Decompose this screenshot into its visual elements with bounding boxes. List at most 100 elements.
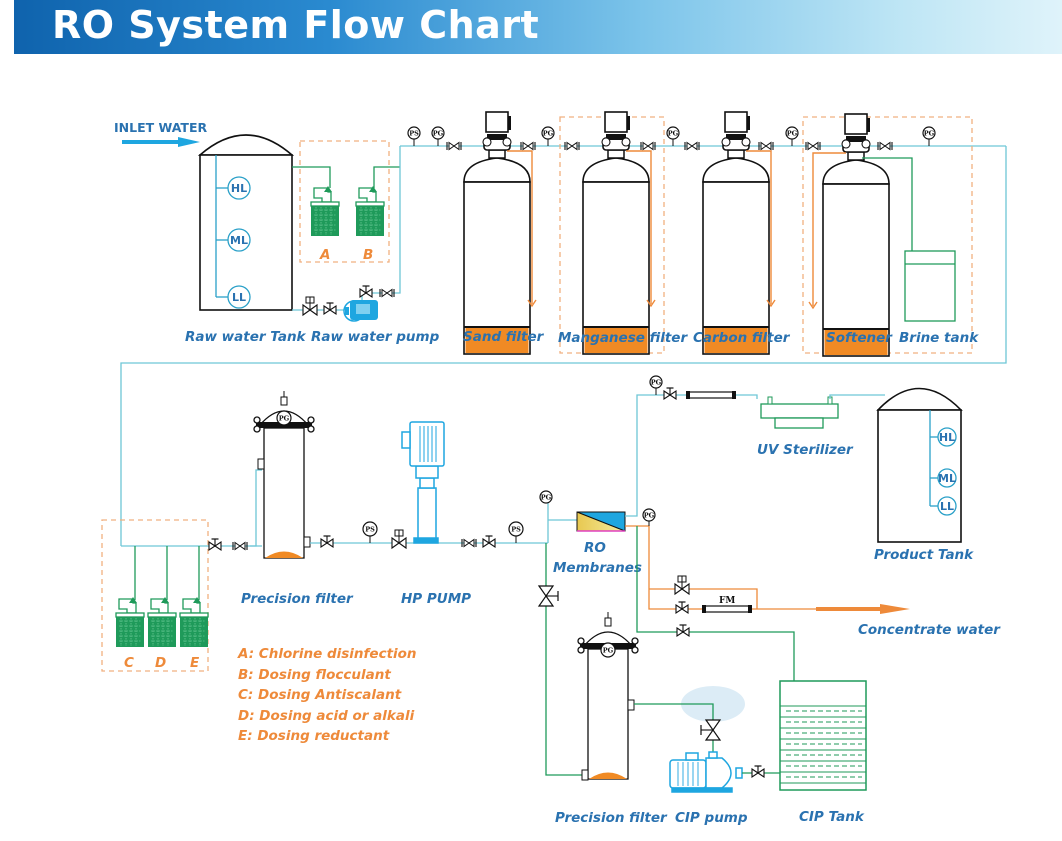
gauge-pg-precision-2: PG (600, 642, 616, 658)
svg-text:HL: HL (231, 182, 247, 195)
legend-item-d: D: Dosing acid or alkali (238, 708, 415, 724)
check-valve (446, 141, 462, 151)
pressure-switch-2: PS (508, 521, 524, 543)
permeate-flowmeter (686, 391, 736, 399)
svg-text:PG: PG (644, 512, 655, 520)
level-switch-ll: LL (216, 285, 251, 309)
raw-water-tank: HL ML LL Raw water Tank (185, 134, 307, 345)
manganese-filter-label: Manganese filter (558, 330, 688, 346)
dosing-label-e: E (190, 655, 200, 671)
dosing-label-a: A (319, 247, 330, 263)
title-banner: RO System Flow Chart (14, 0, 1062, 54)
sand-filter-vessel (463, 111, 531, 355)
brine-tank-label: Brine tank (899, 330, 979, 346)
page-title: RO System Flow Chart (52, 3, 540, 47)
dosing-label-b: B (363, 247, 373, 263)
product-level-hl: HL (930, 427, 957, 447)
check-valve (564, 141, 580, 151)
legend-item-b: B: Dosing flocculant (238, 667, 391, 683)
ro-label-line1: RO (584, 540, 606, 556)
product-level-ml: ML (930, 468, 957, 488)
product-tank-label: Product Tank (874, 547, 974, 563)
svg-text:ML: ML (938, 472, 956, 485)
raw-water-tank-label: Raw water Tank (185, 329, 307, 345)
check-valve (520, 141, 536, 151)
uv-sterilizer-label: UV Sterilizer (757, 442, 854, 458)
check-valve (805, 141, 821, 151)
check-valve (758, 141, 774, 151)
hp-pump (401, 421, 445, 544)
pressure-switch-1: PS (362, 521, 378, 543)
svg-text:ML: ML (230, 234, 248, 247)
inlet-label: INLET WATER (114, 120, 207, 135)
gauge-pg-1: PG (431, 126, 445, 146)
brine-tank (904, 250, 956, 322)
product-level-ll: LL (930, 496, 957, 516)
dosing-label-d: D (155, 655, 166, 671)
uv-sterilizer (760, 396, 839, 429)
concentrate-flowmeter: FM (702, 596, 752, 613)
svg-text:HL: HL (939, 431, 955, 444)
svg-text:PG: PG (787, 130, 798, 138)
dosing-unit-e (179, 596, 209, 648)
level-switch-hl: HL (216, 176, 251, 200)
precision-filter-2-label: Precision filter (555, 810, 668, 826)
raw-water-pump-piping (292, 146, 401, 316)
precision-filter-2 (577, 611, 639, 781)
inlet-arrow-icon (122, 137, 200, 147)
precision-filter-1-label: Precision filter (241, 591, 354, 607)
cip-tank-label: CIP Tank (799, 809, 865, 825)
gauge-pg-2: PG (541, 126, 555, 146)
gauge-pg-3: PG (666, 126, 680, 146)
dosing-label-c: C (124, 655, 134, 671)
level-switch-ml: ML (216, 228, 251, 252)
raw-water-pump (343, 300, 378, 322)
gauge-ps-top: PS (407, 126, 421, 146)
concentrate-water-label: Concentrate water (858, 622, 1001, 638)
concentrate-arrow-icon (816, 604, 910, 614)
ro-label-line2: Membranes (553, 560, 642, 576)
dosing-group-cde-box (101, 519, 209, 672)
svg-text:FM: FM (719, 596, 735, 606)
svg-text:PG: PG (541, 494, 552, 502)
cip-pump-valve (700, 719, 722, 741)
check-valve (877, 141, 893, 151)
inlet-water: INLET WATER (114, 120, 207, 147)
sand-filter-label: Sand filter (463, 329, 545, 345)
dosing-legend: A: Chlorine disinfection B: Dosing flocc… (237, 646, 417, 744)
svg-text:LL: LL (232, 291, 246, 304)
dosing-unit-d (147, 596, 177, 648)
hp-pump-label: HP PUMP (401, 591, 471, 607)
legend-item-a: A: Chlorine disinfection (237, 646, 417, 662)
svg-text:PG: PG (668, 130, 679, 138)
check-valve (684, 141, 700, 151)
svg-text:PS: PS (365, 526, 375, 534)
product-tank: HL ML LL (876, 387, 963, 543)
manganese-filter-vessel (582, 111, 650, 355)
check-valve (640, 141, 656, 151)
transfer-pipe (120, 146, 1007, 546)
gauge-pg-4: PG (785, 126, 799, 146)
legend-item-c: C: Dosing Antiscalant (238, 687, 402, 703)
cip-pump-label: CIP pump (675, 810, 748, 826)
dosing-unit-c (115, 596, 145, 648)
dosing-group-ab-box (299, 140, 390, 263)
svg-text:PS: PS (511, 526, 521, 534)
precision-filter-1 (253, 390, 315, 559)
svg-text:PG: PG (651, 379, 662, 387)
cip-pump (669, 751, 743, 793)
gauge-pg-5: PG (922, 126, 936, 146)
svg-text:PG: PG (279, 415, 290, 423)
svg-text:LL: LL (940, 500, 954, 513)
svg-text:PS: PS (409, 130, 419, 138)
dosing-unit-a (310, 185, 340, 237)
softener-label: Softener (826, 330, 893, 346)
gauge-pg-ro-feed: PG (539, 490, 553, 504)
cip-isolation-valve (537, 585, 559, 607)
gauge-pg-concentrate: PG (642, 508, 656, 526)
svg-text:PG: PG (543, 130, 554, 138)
svg-text:PG: PG (433, 130, 444, 138)
carbon-filter-label: Carbon filter (693, 330, 791, 346)
svg-text:PG: PG (924, 130, 935, 138)
